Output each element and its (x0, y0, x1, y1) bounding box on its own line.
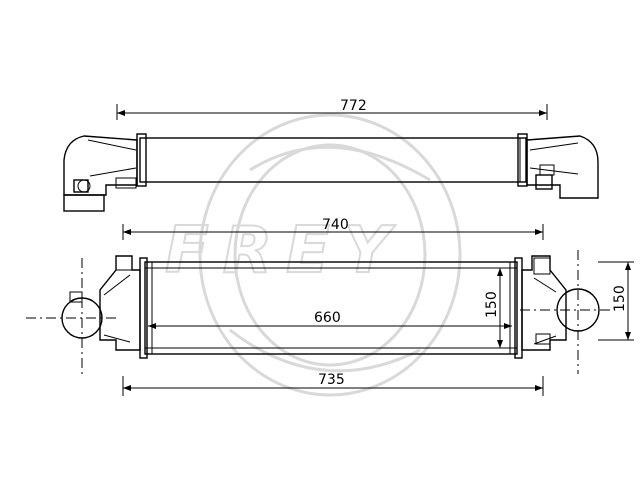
dimension-label-772: 772 (340, 98, 367, 114)
dimension-660: 660 (148, 310, 512, 329)
dimension-735: 735 (122, 372, 544, 396)
dimension-label-150-core: 150 (484, 291, 500, 318)
dimension-label-735: 735 (318, 372, 345, 388)
top-view: 772 (63, 98, 599, 212)
dimension-150-tank: 150 (598, 261, 634, 341)
dimension-740: 740 (122, 217, 544, 240)
dimension-label-150-tank: 150 (612, 285, 628, 312)
dimension-label-740: 740 (322, 217, 349, 233)
dimension-label-660: 660 (314, 310, 341, 326)
dimension-150-core: 150 (484, 268, 503, 348)
watermark-logo: FREY (164, 113, 462, 397)
watermark-brand-text: FREY (165, 214, 404, 288)
dimension-772: 772 (116, 98, 548, 120)
front-view: 740 150 660 (26, 217, 634, 396)
